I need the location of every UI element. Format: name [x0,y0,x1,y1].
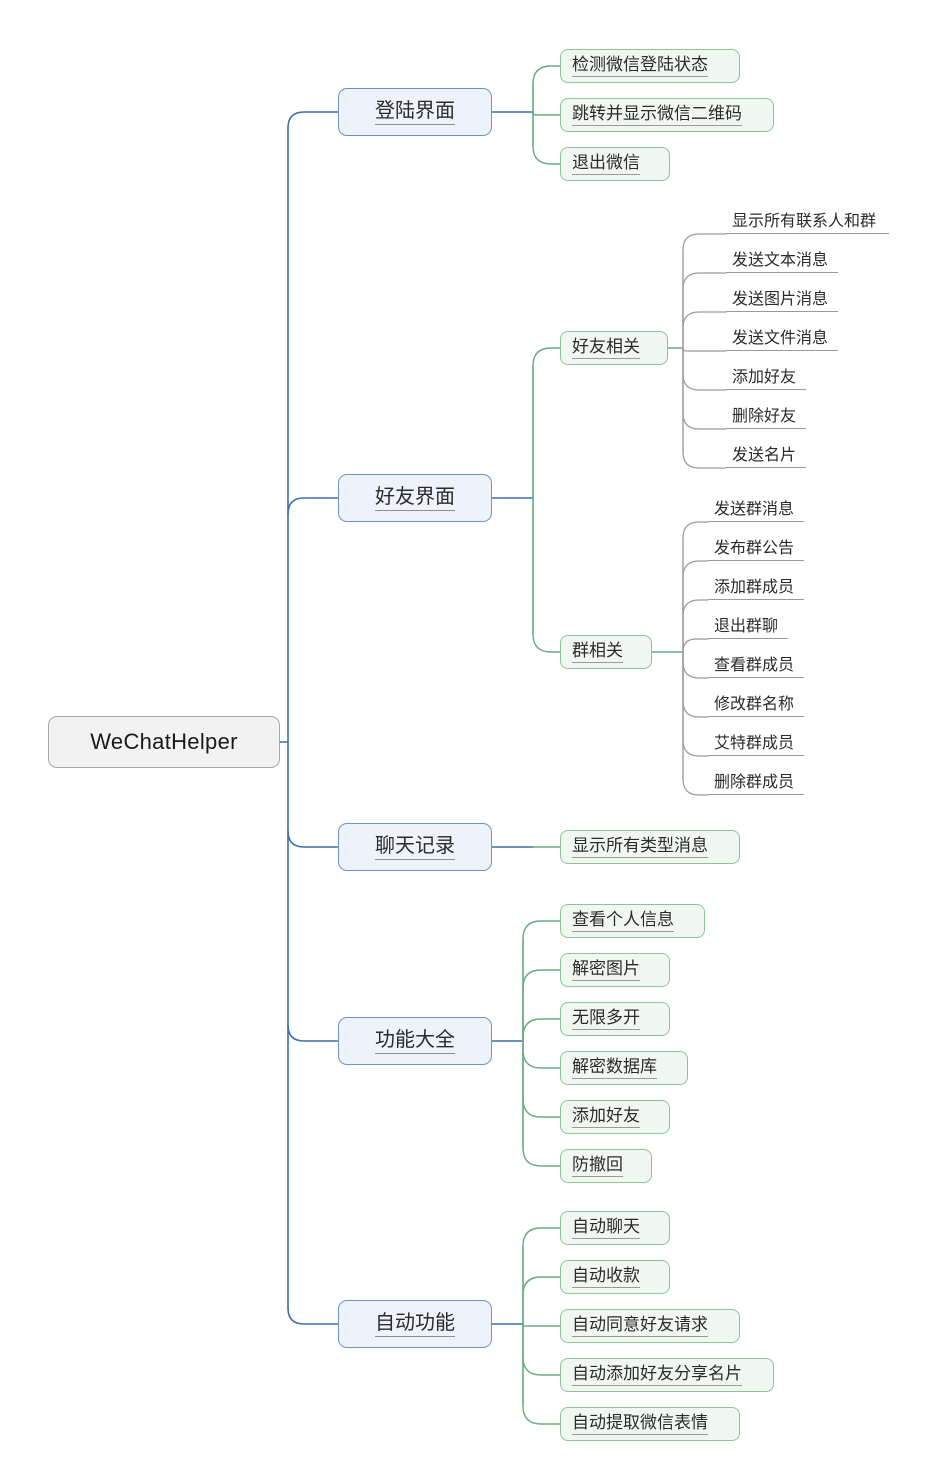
leaf-node-automation-2-label: 自动同意好友请求 [572,1315,708,1337]
branch-node-automation[interactable]: 自动功能 [338,1300,492,1348]
leaf-node-features-1[interactable]: 解密图片 [560,953,670,987]
leaf-node-features-0[interactable]: 查看个人信息 [560,904,705,938]
leaf-node-automation-4[interactable]: 自动提取微信表情 [560,1407,740,1441]
branch-node-features-label: 功能大全 [375,1029,455,1054]
subleaf-node-friends-0-1[interactable]: 发送文本消息 [726,247,838,273]
subleaf-node-friends-1-4-label: 查看群成员 [714,657,795,675]
branch-node-login[interactable]: 登陆界面 [338,88,492,136]
branch-node-friends-label: 好友界面 [375,486,455,511]
leaf-node-chatlog-0-label: 显示所有类型消息 [572,836,708,858]
root-node-label: WeChatHelper [90,729,238,754]
subleaf-node-friends-0-4-label: 添加好友 [732,369,797,387]
subleaf-node-friends-1-3-label: 退出群聊 [714,618,779,636]
leaf-node-friends-1[interactable]: 群相关 [560,635,652,669]
subleaf-node-friends-1-6[interactable]: 艾特群成员 [708,730,804,756]
branch-node-friends[interactable]: 好友界面 [338,474,492,522]
leaf-node-features-5[interactable]: 防撤回 [560,1149,652,1183]
subleaf-node-friends-1-5-label: 修改群名称 [714,696,795,714]
leaf-node-login-0-label: 检测微信登陆状态 [572,55,708,77]
branch-node-features[interactable]: 功能大全 [338,1017,492,1065]
subleaf-node-friends-1-6-label: 艾特群成员 [714,735,795,753]
leaf-node-login-1[interactable]: 跳转并显示微信二维码 [560,98,774,132]
subleaf-node-friends-0-0-label: 显示所有联系人和群 [732,213,877,231]
subleaf-node-friends-0-3-label: 发送文件消息 [732,330,829,348]
leaf-node-features-3-label: 解密数据库 [572,1057,657,1079]
branch-node-chatlog-label: 聊天记录 [375,835,455,860]
subleaf-node-friends-0-4[interactable]: 添加好友 [726,364,806,390]
subleaf-node-friends-0-2-label: 发送图片消息 [732,291,829,309]
leaf-node-features-3[interactable]: 解密数据库 [560,1051,688,1085]
leaf-node-features-4[interactable]: 添加好友 [560,1100,670,1134]
branch-node-login-label: 登陆界面 [375,100,455,125]
branch-node-automation-label: 自动功能 [375,1312,455,1337]
leaf-node-login-2[interactable]: 退出微信 [560,147,670,181]
leaf-node-automation-1-label: 自动收款 [572,1266,640,1288]
subleaf-node-friends-1-5[interactable]: 修改群名称 [708,691,804,717]
leaf-node-friends-0-label: 好友相关 [572,337,640,359]
subleaf-node-friends-0-2[interactable]: 发送图片消息 [726,286,838,312]
leaf-node-automation-2[interactable]: 自动同意好友请求 [560,1309,740,1343]
subleaf-node-friends-0-5[interactable]: 删除好友 [726,403,806,429]
leaf-node-features-2-label: 无限多开 [572,1008,640,1030]
leaf-node-features-2[interactable]: 无限多开 [560,1002,670,1036]
leaf-node-chatlog-0[interactable]: 显示所有类型消息 [560,830,740,864]
subleaf-node-friends-0-5-label: 删除好友 [732,408,797,426]
leaf-node-automation-0-label: 自动聊天 [572,1217,640,1239]
subleaf-node-friends-1-0-label: 发送群消息 [714,501,795,519]
subleaf-node-friends-1-1-label: 发布群公告 [714,540,795,558]
leaf-node-features-1-label: 解密图片 [572,959,640,981]
leaf-node-login-1-label: 跳转并显示微信二维码 [572,104,742,126]
subleaf-node-friends-1-2[interactable]: 添加群成员 [708,574,804,600]
subleaf-node-friends-1-7-label: 删除群成员 [714,774,795,792]
subleaf-node-friends-1-1[interactable]: 发布群公告 [708,535,804,561]
subleaf-node-friends-1-4[interactable]: 查看群成员 [708,652,804,678]
branch-node-chatlog[interactable]: 聊天记录 [338,823,492,871]
leaf-node-automation-3-label: 自动添加好友分享名片 [572,1364,742,1386]
subleaf-node-friends-0-3[interactable]: 发送文件消息 [726,325,838,351]
leaf-node-friends-0[interactable]: 好友相关 [560,331,668,365]
leaf-node-login-0[interactable]: 检测微信登陆状态 [560,49,740,83]
subleaf-node-friends-1-2-label: 添加群成员 [714,579,795,597]
subleaf-node-friends-0-1-label: 发送文本消息 [732,252,829,270]
subleaf-node-friends-0-6-label: 发送名片 [732,447,797,465]
subleaf-node-friends-1-3[interactable]: 退出群聊 [708,613,788,639]
subleaf-node-friends-1-7[interactable]: 删除群成员 [708,769,804,795]
leaf-node-features-0-label: 查看个人信息 [572,910,674,932]
leaf-node-automation-3[interactable]: 自动添加好友分享名片 [560,1358,774,1392]
leaf-node-automation-1[interactable]: 自动收款 [560,1260,670,1294]
leaf-node-automation-4-label: 自动提取微信表情 [572,1413,708,1435]
leaf-node-features-4-label: 添加好友 [572,1106,640,1128]
leaf-node-features-5-label: 防撤回 [572,1155,623,1177]
leaf-node-friends-1-label: 群相关 [572,641,623,663]
root-node[interactable]: WeChatHelper [48,716,280,768]
subleaf-node-friends-1-0[interactable]: 发送群消息 [708,496,804,522]
subleaf-node-friends-0-0[interactable]: 显示所有联系人和群 [726,208,889,234]
subleaf-node-friends-0-6[interactable]: 发送名片 [726,442,806,468]
leaf-node-automation-0[interactable]: 自动聊天 [560,1211,670,1245]
leaf-node-login-2-label: 退出微信 [572,153,640,175]
